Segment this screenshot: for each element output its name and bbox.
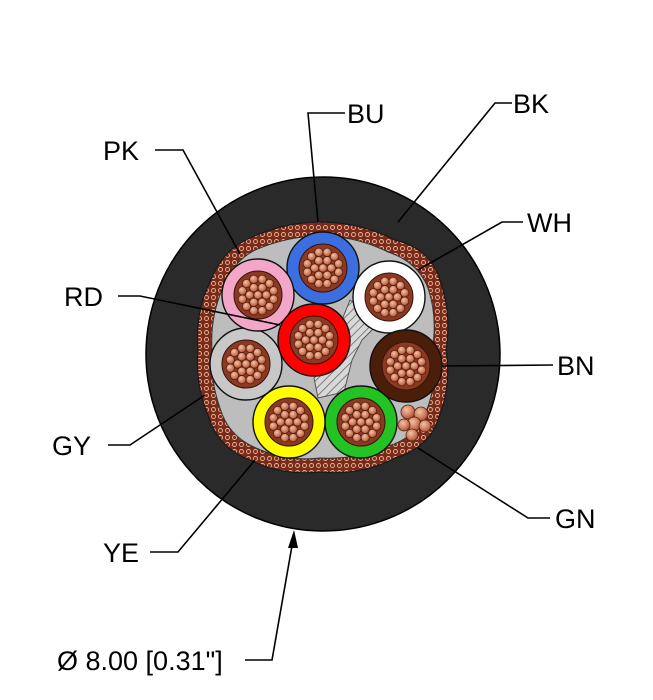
label-wh: WH xyxy=(527,208,572,238)
conductor-brown xyxy=(369,329,443,403)
label-gy: GY xyxy=(52,431,91,461)
label-pk: PK xyxy=(103,136,139,166)
conductor-yellow xyxy=(252,385,326,459)
label-bn: BN xyxy=(557,351,595,381)
label-diameter: Ø 8.00 [0.31"] xyxy=(57,646,223,676)
leader-bu xyxy=(307,112,345,223)
conductor-blue xyxy=(286,231,360,305)
leader-pk xyxy=(155,149,241,255)
conductor-pink xyxy=(221,258,295,332)
leader-wh xyxy=(417,221,523,271)
conductor-grey xyxy=(209,327,283,401)
leader-diameter xyxy=(245,539,294,661)
leader-gn xyxy=(417,447,550,519)
label-ye: YE xyxy=(103,538,139,568)
label-bk: BK xyxy=(513,89,549,119)
leader-bk xyxy=(397,102,512,223)
leader-gy xyxy=(108,394,206,446)
diameter-arrowhead xyxy=(288,530,298,548)
label-rd: RD xyxy=(64,282,103,312)
conductor-green xyxy=(324,385,398,459)
label-gn: GN xyxy=(555,504,596,534)
leader-rd xyxy=(118,295,281,326)
drain-wires xyxy=(397,404,432,442)
leader-ye xyxy=(150,459,256,553)
label-bu: BU xyxy=(347,99,385,129)
conductor-red xyxy=(277,303,351,377)
leader-bn xyxy=(441,364,554,367)
conductor-white xyxy=(352,260,426,334)
